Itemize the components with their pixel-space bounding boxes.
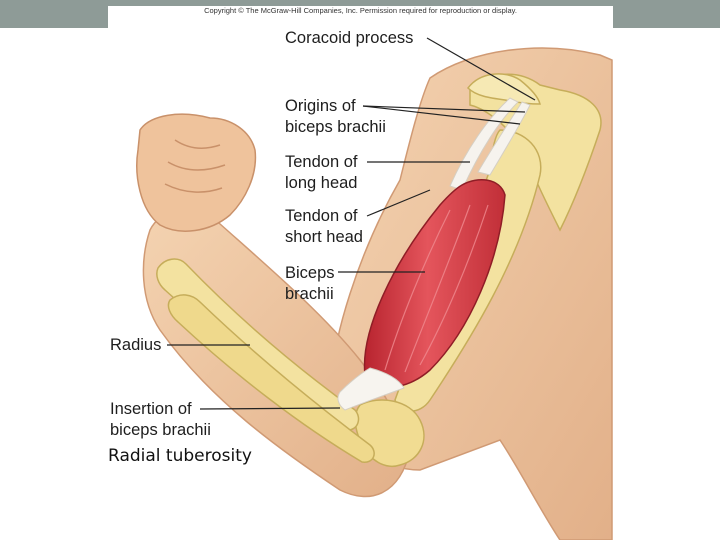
label-tendon-long-line1: Tendon of [285,153,358,171]
label-biceps-line2: brachii [285,285,334,303]
label-origins-line1: Origins of [285,97,356,115]
label-origins-biceps: Origins of biceps brachii [285,96,386,138]
fist [136,113,257,232]
label-coracoid-process: Coracoid process [285,29,414,47]
leader-lines [167,37,536,410]
label-insertion-biceps: Insertion of biceps brachii [110,399,211,441]
label-insertion-line2: biceps brachii [110,421,211,439]
ulna-bone [167,294,375,463]
label-tendon-short-line2: short head [285,228,363,246]
label-tendon-long-head: Tendon of long head [285,152,358,194]
insertion-tendon [337,367,405,411]
tendon-long-head [477,101,531,176]
label-radius: Radius [110,336,162,354]
label-tendon-long-line2: long head [285,174,358,192]
label-insertion-line1: Insertion of [110,400,192,418]
label-tendon-short-line1: Tendon of [285,207,358,225]
copyright-notice: Copyright © The McGraw-Hill Companies, I… [204,6,517,15]
label-origins-line2: biceps brachii [285,118,386,136]
label-biceps-brachii: Biceps brachii [285,263,335,305]
tendon-short-head [449,97,519,191]
label-tendon-short-head: Tendon of short head [285,206,363,248]
radius-bone [156,258,360,431]
coracoid-process [467,73,541,105]
caption-radial-tuberosity: Radial tuberosity [108,446,252,466]
label-biceps-line1: Biceps [285,264,335,282]
